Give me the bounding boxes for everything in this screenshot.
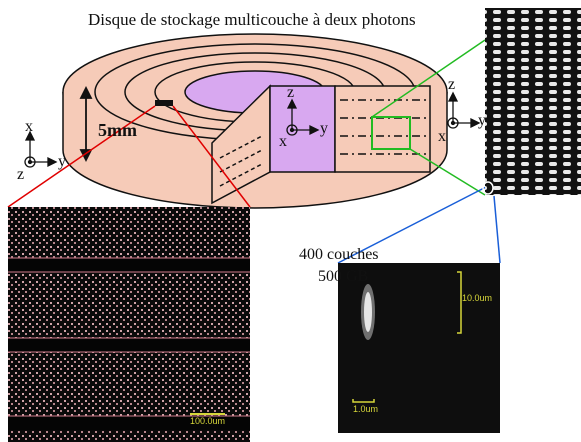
zoom-line-blue-right bbox=[493, 195, 501, 264]
spot-horizontal-scale-label: 1.0um bbox=[353, 404, 379, 414]
zoom-line-blue-left bbox=[337, 185, 489, 264]
bit-array-micrograph bbox=[482, 8, 581, 195]
selected-bit-marker bbox=[482, 181, 494, 195]
capacity-label: 500 GB bbox=[318, 268, 369, 285]
figure-title: Disque de stockage multicouche à deux ph… bbox=[88, 10, 416, 29]
spot-micrograph bbox=[338, 263, 500, 433]
zoom-line-green-bottom bbox=[409, 148, 486, 196]
axis-right-right-label: y bbox=[478, 112, 486, 129]
axes-left bbox=[24, 130, 58, 168]
axis-left-out-label: z bbox=[17, 166, 25, 183]
axes-right bbox=[447, 91, 481, 129]
spot-vertical-scale-bar bbox=[457, 271, 462, 334]
spot-horizontal-scale-bar bbox=[352, 399, 375, 403]
zoom-line-red-right bbox=[172, 105, 251, 208]
axis-right-out-label: x bbox=[438, 128, 446, 145]
axis-left-right-label: y bbox=[58, 153, 66, 170]
spot-vertical-scale-label: 10.0um bbox=[462, 293, 493, 303]
zoom-box-green bbox=[371, 116, 411, 150]
axis-center-right-label: y bbox=[320, 120, 328, 137]
axis-center-up-label: z bbox=[287, 84, 295, 101]
sample-location-marker bbox=[155, 100, 173, 106]
zoom-line-green-top bbox=[371, 39, 486, 118]
track-scale-label: 100.0um bbox=[190, 416, 226, 426]
thickness-label: 5mm bbox=[98, 120, 137, 140]
axis-right-up-label: z bbox=[448, 76, 456, 93]
axis-center-out-label: x bbox=[279, 133, 287, 150]
axes-center bbox=[286, 98, 320, 136]
layers-count-label: 400 couches bbox=[299, 246, 379, 263]
track-micrograph bbox=[8, 207, 250, 442]
axis-left-up-label: x bbox=[25, 118, 33, 135]
zoom-line-red-left bbox=[7, 105, 156, 208]
